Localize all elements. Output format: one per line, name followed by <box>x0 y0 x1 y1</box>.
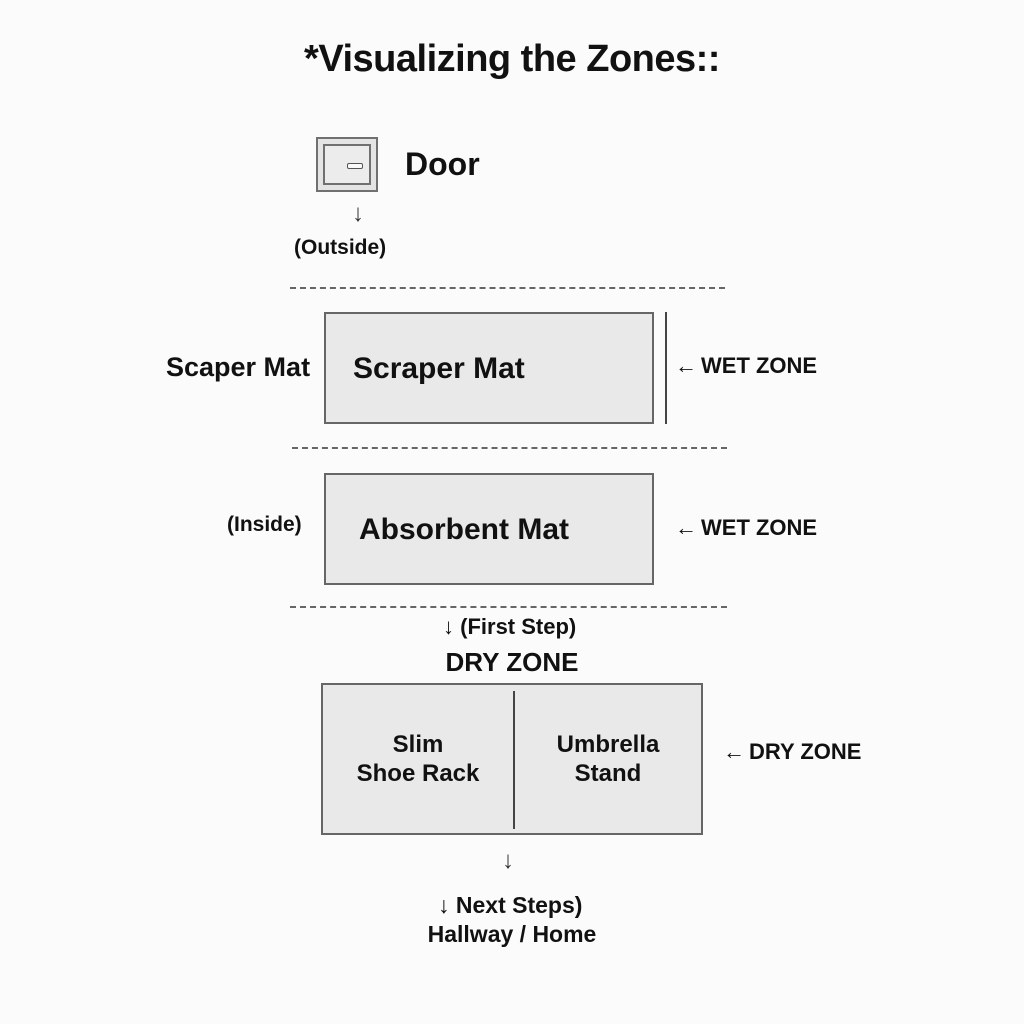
destination-label: Hallway / Home <box>427 921 597 947</box>
absorbent-mat-box: Absorbent Mat <box>324 473 654 585</box>
umbrella-line-1: Umbrella <box>556 731 660 758</box>
down-arrow-icon: ↓ <box>352 200 364 227</box>
wet-zone-bracket <box>665 312 667 424</box>
outside-label: (Outside) <box>294 236 387 259</box>
wet-zone-tag: ←WET ZONE <box>675 353 817 379</box>
down-arrow-icon: ↓ <box>438 892 450 918</box>
first-step-label: (First Step) <box>460 614 577 639</box>
umbrella-stand-cell: Umbrella Stand <box>515 685 701 833</box>
cell-divider <box>513 691 515 829</box>
next-steps-label: Next Steps) <box>455 892 583 918</box>
next-steps-note: ↓ Next Steps) <box>438 892 582 919</box>
first-step-note: ↓ (First Step) <box>443 614 576 640</box>
dry-zone-heading: DRY ZONE <box>445 647 579 677</box>
zone-divider <box>290 287 725 289</box>
left-arrow-icon: ← <box>675 353 697 378</box>
door-panel <box>323 144 371 185</box>
umbrella-line-2: Stand <box>574 760 642 787</box>
wet-zone-label: WET ZONE <box>701 515 818 540</box>
shoe-rack-line-2: Shoe Rack <box>356 760 480 787</box>
dry-zone-tag: ←DRY ZONE <box>723 739 861 765</box>
scraper-mat-box: Scraper Mat <box>324 312 654 424</box>
dry-zone-label: DRY ZONE <box>749 739 862 764</box>
door-handle-icon <box>347 163 363 169</box>
umbrella-stand-label: Umbrella Stand <box>557 730 660 788</box>
door-label: Door <box>405 146 480 182</box>
scraper-side-label: Scaper Mat <box>166 352 311 382</box>
door-icon <box>316 137 378 192</box>
shoe-rack-line-1: Slim <box>392 731 444 758</box>
inside-label: (Inside) <box>227 513 302 536</box>
zone-divider <box>292 447 727 449</box>
down-arrow-icon: ↓ <box>502 847 514 874</box>
scraper-mat-label: Scraper Mat <box>353 352 525 385</box>
shoe-rack-cell: Slim Shoe Rack <box>323 685 513 833</box>
diagram-title: *Visualizing the Zones:: <box>304 38 720 80</box>
zone-divider <box>290 606 727 608</box>
wet-zone-label: WET ZONE <box>701 353 818 378</box>
down-arrow-icon: ↓ <box>443 614 454 639</box>
wet-zone-tag: ←WET ZONE <box>675 515 817 541</box>
left-arrow-icon: ← <box>723 739 745 764</box>
dry-zone-box: Slim Shoe Rack Umbrella Stand <box>321 683 703 835</box>
shoe-rack-label: Slim Shoe Rack <box>357 730 480 788</box>
absorbent-mat-label: Absorbent Mat <box>359 513 569 546</box>
left-arrow-icon: ← <box>675 515 697 540</box>
